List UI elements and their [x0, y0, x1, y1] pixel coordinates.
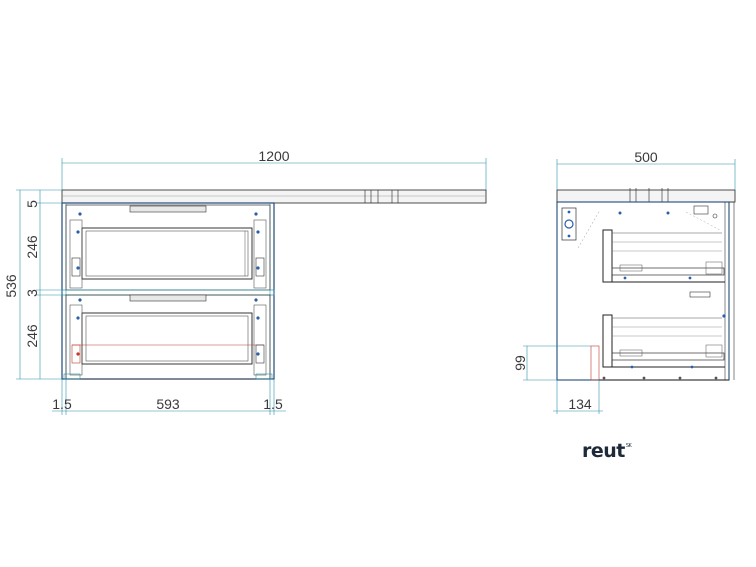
side-lower-drawer	[602, 314, 726, 369]
wall-bracket	[561, 207, 577, 241]
side-view: 500 99 134	[512, 149, 736, 414]
cabinet-body	[61, 202, 275, 380]
dim-drawer-upper-label: 246	[24, 235, 40, 259]
dim-side-right-label: 1.5	[263, 396, 283, 412]
upper-drawer-handle	[129, 205, 207, 213]
dim-height-total-label: 536	[3, 274, 19, 298]
side-upper-drawer	[602, 229, 725, 298]
upper-drawer	[65, 204, 271, 291]
dim-depth-label: 500	[634, 149, 658, 165]
dim-cabinet-width-label: 593	[156, 396, 180, 412]
brand-logo-text: reut	[582, 440, 625, 462]
side-plinth	[590, 345, 600, 381]
lower-drawer	[63, 294, 273, 380]
dim-side-left-label: 1.5	[52, 396, 72, 412]
dim-overall-width	[61, 158, 487, 190]
dim-gap-label: 3	[24, 289, 40, 297]
dim-top-thickness-label: 5	[24, 200, 40, 208]
brand-logo-mark: SK	[625, 443, 632, 449]
dim-plinth-depth-label: 134	[568, 396, 592, 412]
dim-drawer-lower-label: 246	[24, 324, 40, 348]
dim-plinth-height-label: 99	[512, 355, 528, 371]
countertop	[61, 189, 487, 204]
lower-drawer-handle	[129, 294, 207, 302]
brand-logo: reutSK	[582, 440, 632, 462]
front-view: 1200 536 5 246 3 246 1.5 593 1.5	[3, 148, 487, 415]
dim-overall-width-label: 1200	[258, 148, 289, 164]
side-countertop	[556, 189, 736, 203]
